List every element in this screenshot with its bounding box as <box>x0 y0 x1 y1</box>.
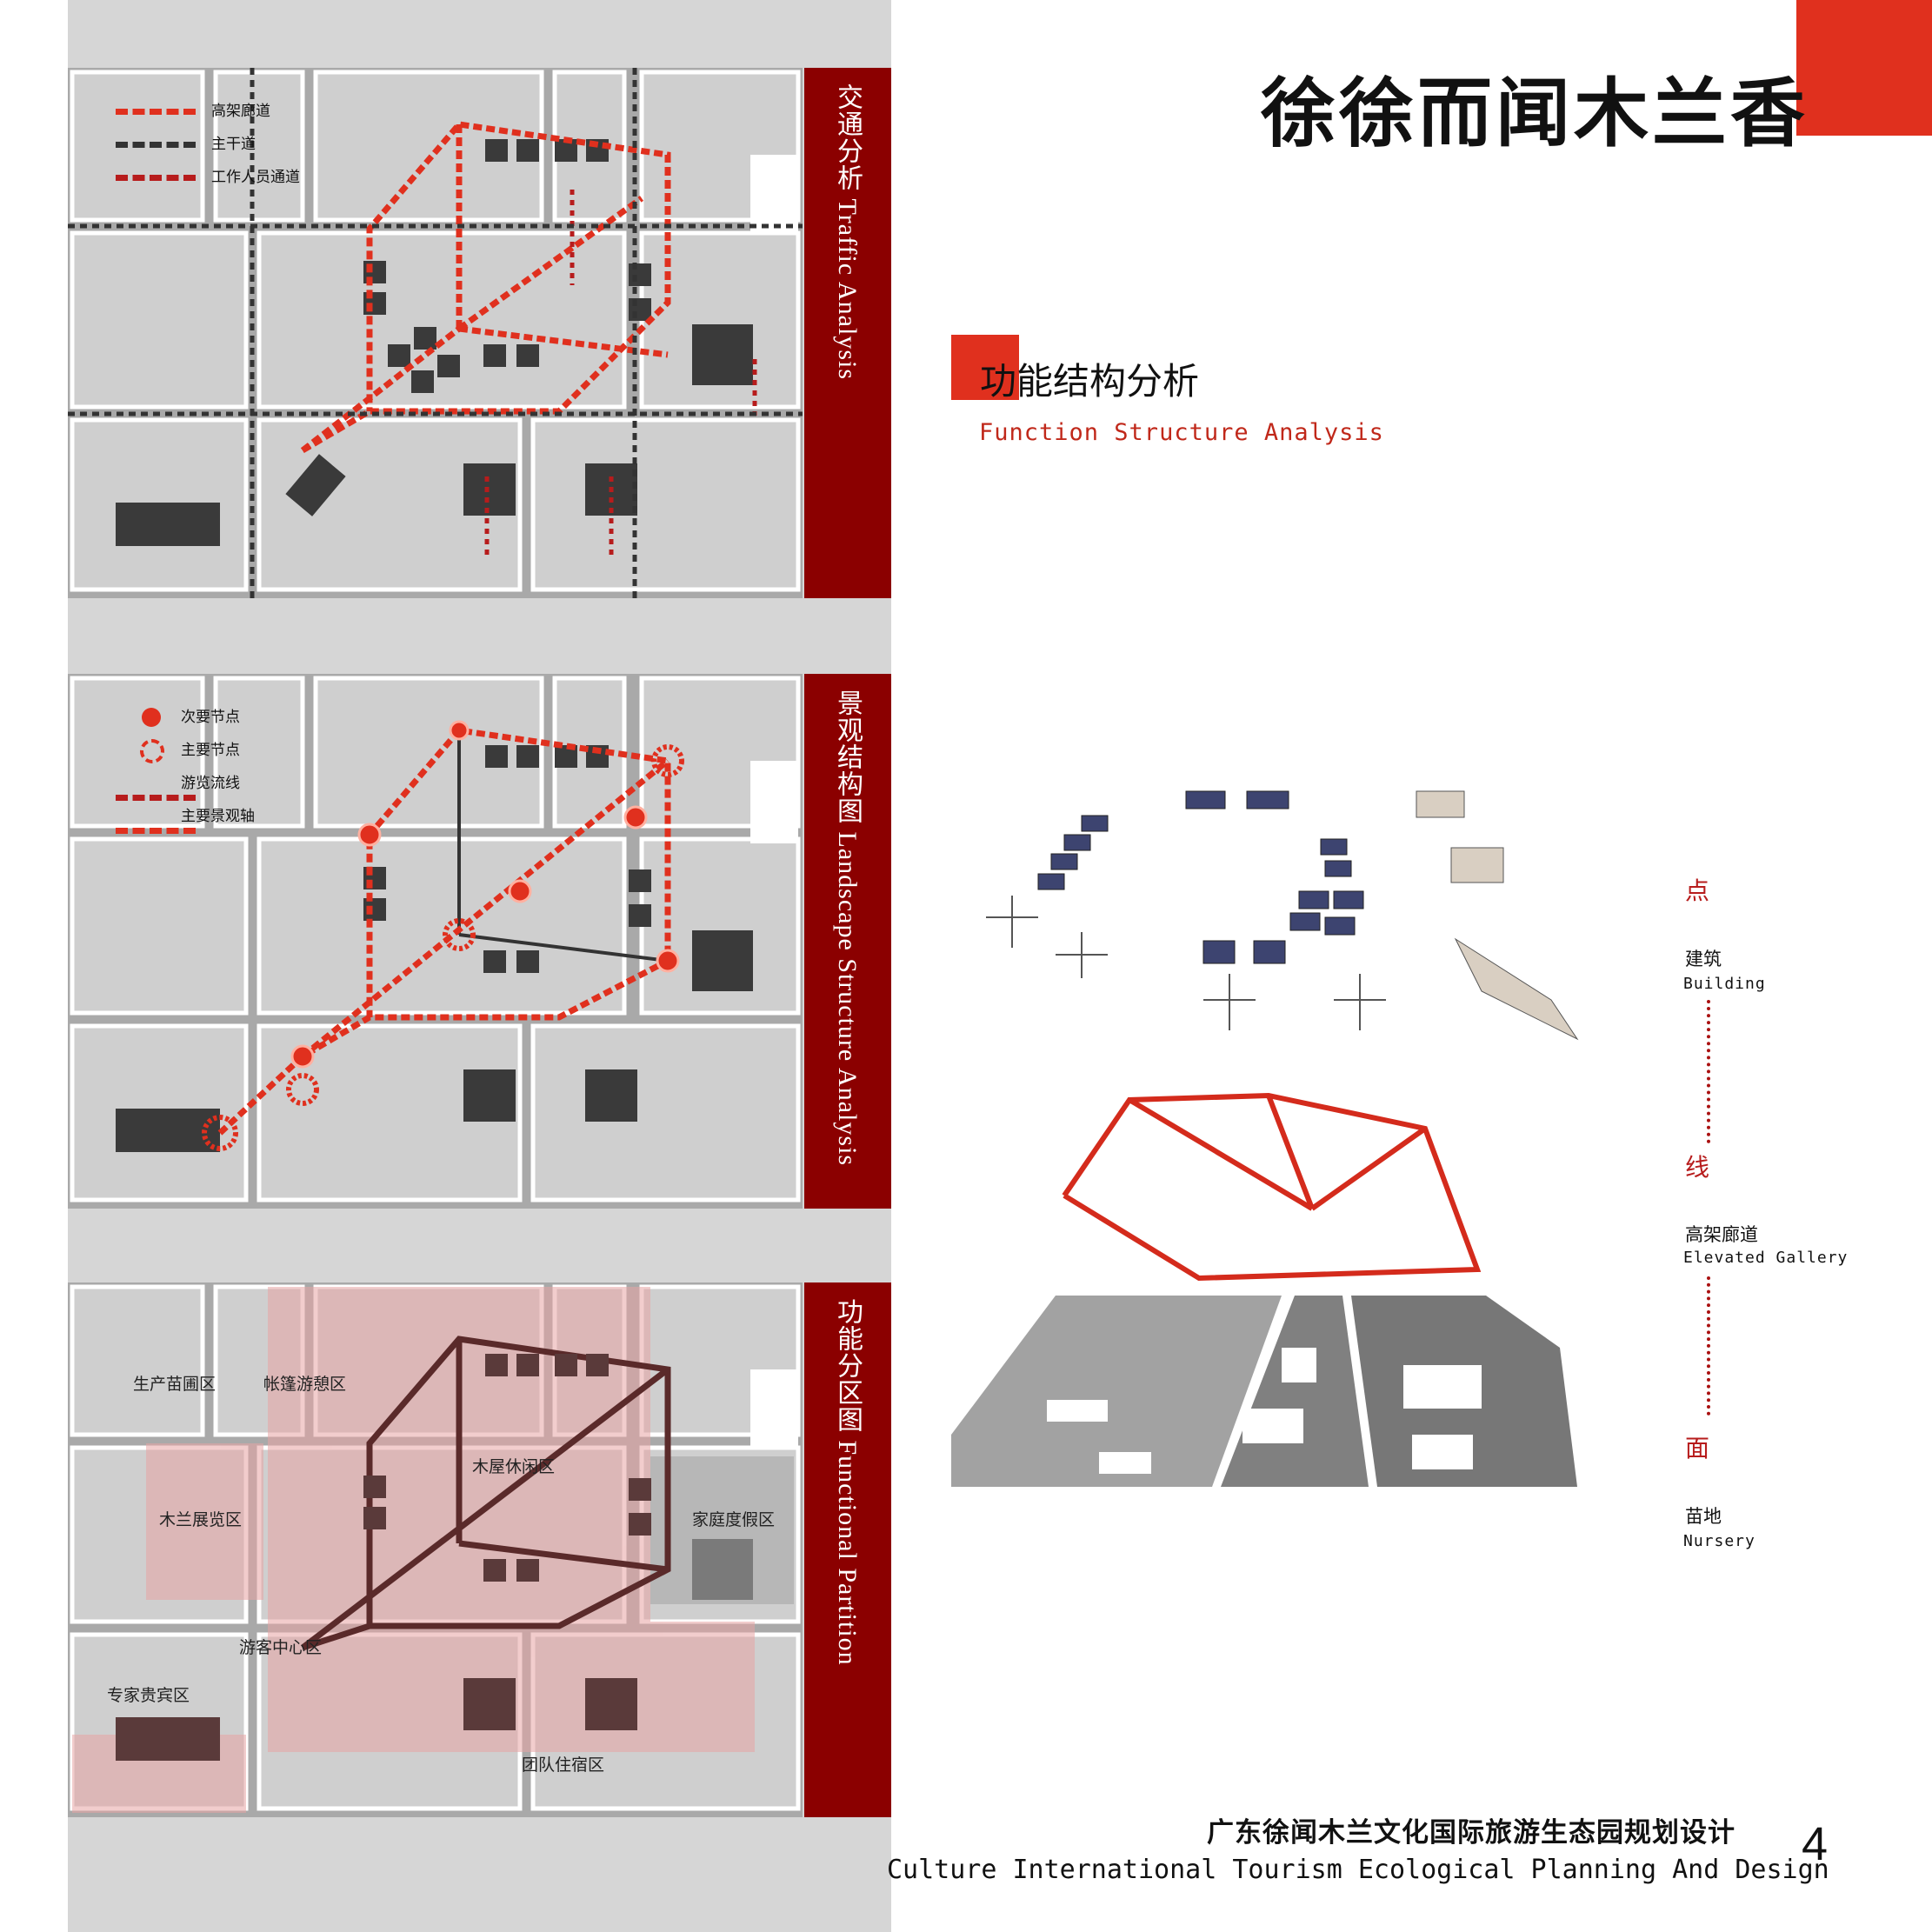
legend-label: 主要节点 <box>181 742 240 758</box>
nursery-layer <box>951 1296 1577 1487</box>
legend-label: 次要节点 <box>181 709 240 725</box>
traffic-analysis-panel: 高架廊道 主干道 工作人员通道 交通分析 Traffic Analysis <box>68 68 891 598</box>
section-title-cn: 功能结构分析 <box>980 361 1200 402</box>
landscape-axis-swatch <box>116 828 196 834</box>
level-building-cn: 建筑 <box>1685 949 1722 969</box>
traffic-title-strip: 交通分析 Traffic Analysis <box>804 68 891 598</box>
level-building-en: Building <box>1683 975 1766 993</box>
zone-label-family: 家庭度假区 <box>692 1511 776 1529</box>
landscape-title: 景观结构图 Landscape Structure Analysis <box>830 690 863 1166</box>
functional-partition-panel: 生产苗圃区 帐篷游憩区 木屋休闲区 木兰展览区 家庭度假区 游客中心区 专家贵宾… <box>68 1282 891 1817</box>
zone-label-visitor-center: 游客中心区 <box>239 1639 323 1657</box>
legend-label: 主干道 <box>211 136 256 152</box>
staff-path-swatch <box>116 175 196 181</box>
zone-label-exhibition: 木兰展览区 <box>159 1511 243 1529</box>
zone-label-nursery: 生产苗圃区 <box>133 1376 217 1394</box>
calligraphy-title: 徐徐而闻木兰香 <box>1261 70 1809 157</box>
traffic-title-cn: 交通分析 <box>833 83 862 191</box>
landscape-title-cn: 景观结构图 <box>833 690 862 824</box>
level-nursery-cn: 苗地 <box>1685 1507 1722 1527</box>
level-nursery-en: Nursery <box>1683 1532 1755 1550</box>
tour-route-swatch <box>116 795 196 801</box>
zone-label-cabin: 木屋休闲区 <box>472 1458 556 1476</box>
page-number: 4 <box>1802 1818 1829 1870</box>
primary-node-swatch <box>140 739 164 763</box>
function-map: 生产苗圃区 帐篷游憩区 木屋休闲区 木兰展览区 家庭度假区 游客中心区 专家贵宾… <box>68 1282 803 1817</box>
elevated-gallery-swatch <box>116 109 196 115</box>
function-title-en: Functional Partition <box>833 1440 862 1666</box>
level-surface-char: 面 <box>1685 1435 1710 1462</box>
legend-label: 主要景观轴 <box>181 808 255 824</box>
legend-label: 高架廊道 <box>211 103 270 119</box>
building-layer <box>986 790 1579 1041</box>
level-line-char: 线 <box>1685 1154 1710 1181</box>
zone-label-group: 团队住宿区 <box>522 1756 605 1775</box>
landscape-structure-panel: 次要节点 主要节点 游览流线 主要景观轴 景观结构图 Landscape Str… <box>68 674 891 1209</box>
level-connector-1 <box>1707 1000 1710 1143</box>
gallery-layer <box>1062 1092 1482 1282</box>
function-title: 功能分区图 Functional Partition <box>830 1298 863 1666</box>
landscape-map: 次要节点 主要节点 游览流线 主要景观轴 <box>68 674 803 1209</box>
level-connector-2 <box>1707 1276 1710 1416</box>
level-gallery-en: Elevated Gallery <box>1683 1249 1849 1267</box>
function-title-cn: 功能分区图 <box>833 1298 862 1433</box>
function-title-strip: 功能分区图 Functional Partition <box>804 1282 891 1817</box>
section-title-en: Function Structure Analysis <box>979 419 1384 446</box>
landscape-title-en: Landscape Structure Analysis <box>833 831 862 1167</box>
level-gallery-cn: 高架廊道 <box>1685 1225 1758 1245</box>
footer-project-cn: 广东徐闻木兰文化国际旅游生态园规划设计 <box>1207 1817 1735 1848</box>
corner-accent-block <box>1796 0 1932 136</box>
zone-label-vip: 专家贵宾区 <box>107 1687 190 1705</box>
secondary-node-swatch <box>142 708 161 727</box>
exploded-axonometric-diagram <box>951 739 1676 1562</box>
traffic-title: 交通分析 Traffic Analysis <box>830 83 863 380</box>
legend-label: 游览流线 <box>181 775 240 791</box>
traffic-title-en: Traffic Analysis <box>833 198 862 381</box>
zone-label-tent: 帐篷游憩区 <box>263 1376 347 1394</box>
footer-project-en: Culture International Tourism Ecological… <box>887 1855 1829 1885</box>
section-accent-mark <box>951 335 1019 400</box>
level-point-char: 点 <box>1685 877 1710 904</box>
landscape-title-strip: 景观结构图 Landscape Structure Analysis <box>804 674 891 1209</box>
traffic-map: 高架廊道 主干道 工作人员通道 <box>68 68 803 598</box>
legend-label: 工作人员通道 <box>211 169 300 185</box>
main-road-swatch <box>116 142 196 148</box>
